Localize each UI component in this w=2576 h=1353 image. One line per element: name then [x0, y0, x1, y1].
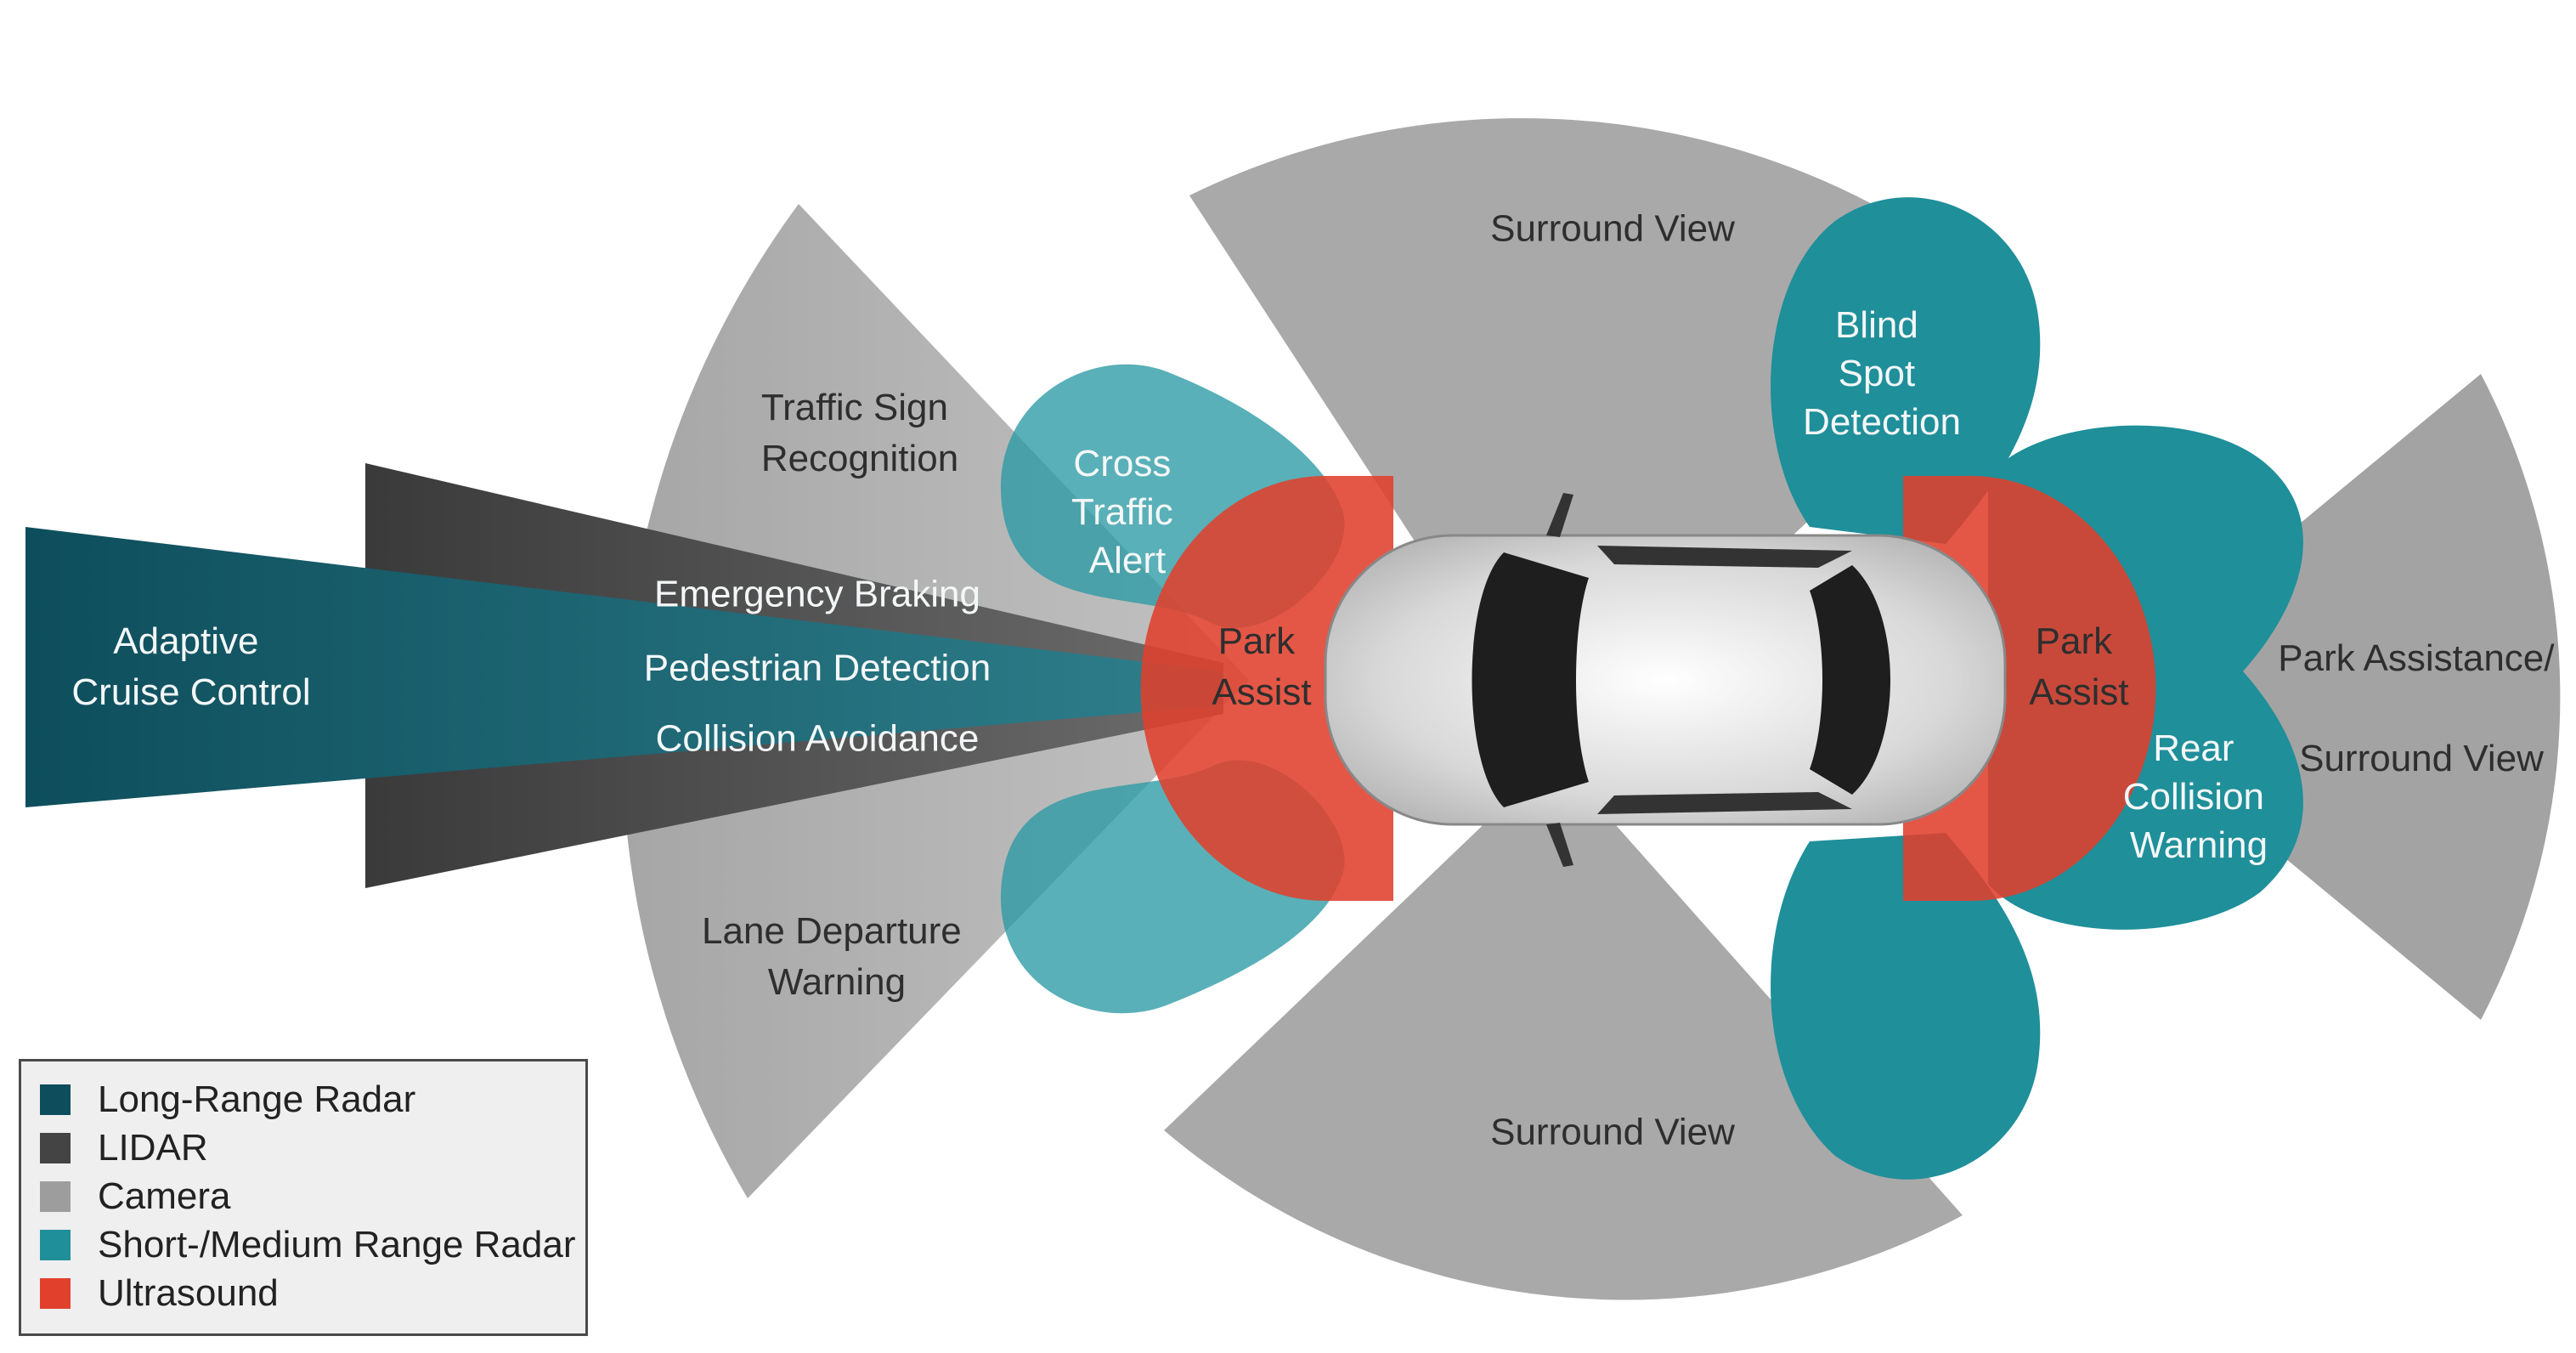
legend-label: Short-/Medium Range Radar — [98, 1223, 576, 1265]
label-traffic-sign-recognition: Traffic Sign Recognition — [761, 387, 958, 479]
label-adaptive-cruise-control: Adaptive Cruise Control — [71, 620, 310, 713]
camera-sector-rear — [2090, 374, 2561, 1020]
label-surround-view-bottom: Surround View — [1490, 1112, 1735, 1153]
label-park-assist-rear: Park Assist — [2029, 620, 2128, 713]
long-range-radar-beam — [25, 527, 1223, 807]
legend-item-ultrasound: Ultrasound — [40, 1269, 567, 1317]
legend-label: Ultrasound — [98, 1271, 279, 1314]
short-range-radar-lobe-blind-spot-bottom — [1771, 833, 2041, 1180]
legend-item-long-range-radar: Long-Range Radar — [40, 1075, 567, 1124]
label-surround-view-top: Surround View — [1490, 208, 1735, 250]
label-cross-traffic-alert: Cross Traffic Alert — [1071, 443, 1183, 581]
label-park-assistance-surround-view: Park Assistance/ Surround View — [2278, 637, 2565, 779]
legend-swatch-short-medium-range-radar — [40, 1229, 71, 1260]
legend: Long-Range Radar LIDAR Camera Short-/Med… — [19, 1059, 588, 1336]
legend-swatch-camera — [40, 1180, 71, 1212]
legend-label: LIDAR — [98, 1126, 208, 1169]
car-top-view — [1324, 493, 2007, 867]
short-range-radar-lobe-blind-spot-top — [1771, 197, 2041, 544]
legend-swatch-long-range-radar — [40, 1084, 71, 1115]
label-rear-collision-warning: Rear Collision Warning — [2123, 727, 2275, 866]
legend-item-short-medium-range-radar: Short-/Medium Range Radar — [40, 1220, 575, 1269]
label-pedestrian-detection: Pedestrian Detection — [644, 648, 991, 689]
label-collision-avoidance: Collision Avoidance — [656, 718, 980, 760]
legend-label: Camera — [98, 1175, 231, 1217]
legend-item-lidar: LIDAR — [40, 1124, 567, 1172]
camera-sector-surround-bottom — [1164, 756, 1963, 1300]
label-blind-spot-detection: Blind Spot Detection — [1803, 304, 1961, 443]
legend-swatch-ultrasound — [40, 1277, 71, 1309]
ultrasound-front — [1140, 476, 1393, 901]
legend-swatch-lidar — [40, 1132, 71, 1163]
label-lane-departure-warning: Lane Departure Warning — [702, 910, 972, 1003]
legend-label: Long-Range Radar — [98, 1078, 416, 1120]
label-emergency-braking: Emergency Braking — [654, 574, 980, 615]
label-park-assist-front: Park Assist — [1212, 620, 1311, 713]
legend-item-camera: Camera — [40, 1172, 567, 1220]
